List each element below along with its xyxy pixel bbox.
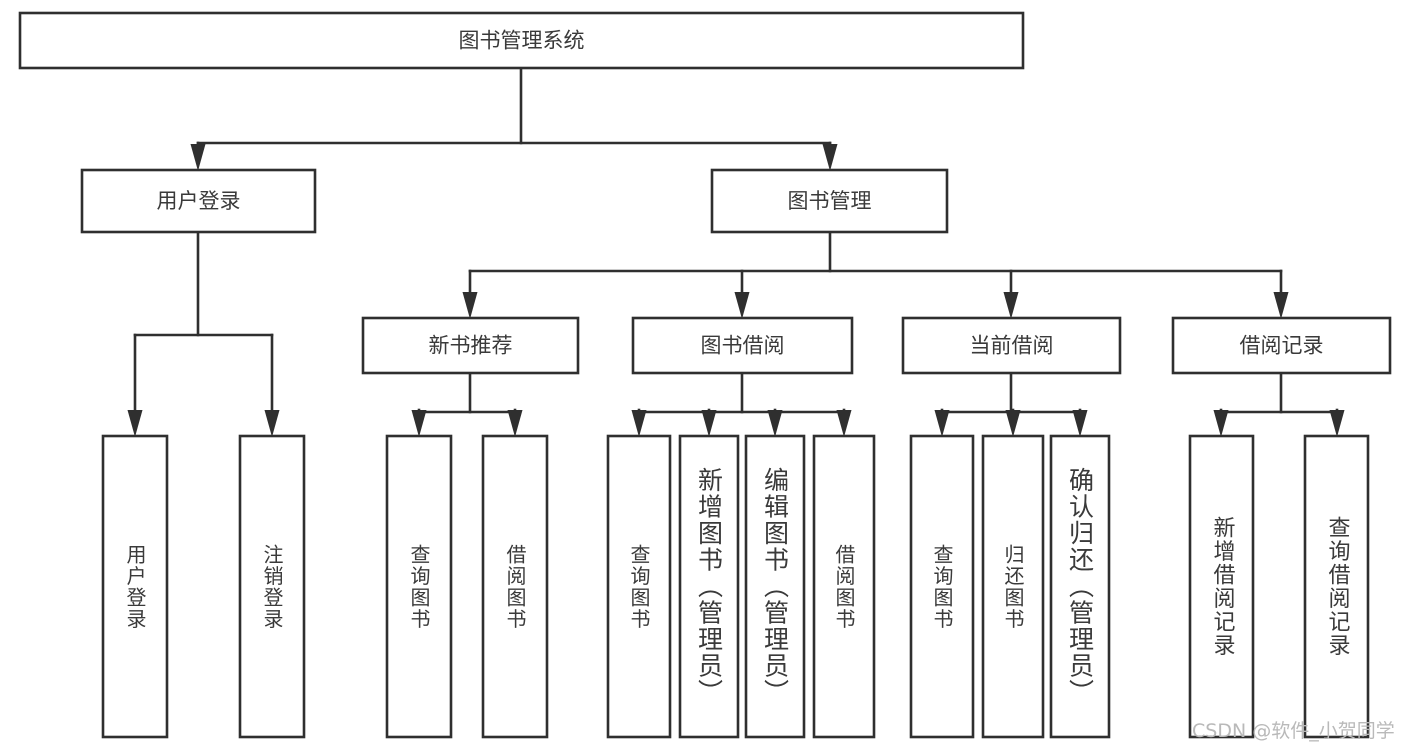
- node-box-root: [18, 11, 1025, 70]
- connector-book-management: [462, 230, 1289, 319]
- node-label-new-book-recommend: 新书推荐: [429, 334, 513, 358]
- node-box-leaf-borrow-book-new: [481, 434, 549, 739]
- node-box-leaf-query-book-borrow: [606, 434, 672, 739]
- node-label-borrow-record: 借阅记录: [1240, 334, 1324, 358]
- node-new-book-recommend[interactable]: 新书推荐: [361, 316, 580, 375]
- connector-root: [190, 66, 838, 171]
- node-box-leaf-query-book-current: [909, 434, 975, 739]
- node-borrow-record[interactable]: 借阅记录: [1171, 316, 1392, 375]
- node-current-borrow[interactable]: 当前借阅: [901, 316, 1122, 375]
- node-book-borrow[interactable]: 图书借阅: [631, 316, 854, 375]
- node-box-current-borrow: [901, 316, 1122, 375]
- node-box-leaf-borrow-book: [812, 434, 876, 739]
- node-box-leaf-user-login: [101, 434, 169, 739]
- node-leaf-return-book[interactable]: [981, 434, 1045, 739]
- node-label-book-management: 图书管理: [788, 189, 872, 213]
- node-label-book-borrow: 图书借阅: [701, 334, 785, 358]
- node-leaf-user-login[interactable]: [101, 434, 169, 739]
- node-box-user-login: [80, 168, 317, 234]
- node-box-leaf-user-logout: [238, 434, 306, 739]
- node-box-leaf-query-book-new: [385, 434, 453, 739]
- node-label-root: 图书管理系统: [459, 29, 585, 53]
- node-leaf-add-borrow-record[interactable]: [1188, 434, 1255, 739]
- node-leaf-confirm-return-admin[interactable]: [1049, 434, 1111, 739]
- node-leaf-user-logout[interactable]: [238, 434, 306, 739]
- node-leaf-borrow-book-new[interactable]: [481, 434, 549, 739]
- connector-new-book-recommend: [411, 371, 523, 437]
- node-user-login[interactable]: 用户登录: [80, 168, 317, 234]
- node-leaf-edit-book-admin[interactable]: [744, 434, 806, 739]
- node-box-borrow-record: [1171, 316, 1392, 375]
- node-box-book-management: [710, 168, 949, 234]
- node-box-new-book-recommend: [361, 316, 580, 375]
- node-leaf-query-book-current[interactable]: [909, 434, 975, 739]
- node-leaf-add-book-admin[interactable]: [678, 434, 740, 739]
- node-book-management[interactable]: 图书管理: [710, 168, 949, 234]
- node-box-leaf-add-borrow-record: [1188, 434, 1255, 739]
- connector-borrow-record: [1213, 371, 1345, 437]
- node-box-leaf-edit-book-admin: [744, 434, 806, 739]
- csdn-watermark: CSDN @软件_小贺同学: [1192, 720, 1395, 742]
- node-label-current-borrow: 当前借阅: [970, 334, 1054, 358]
- node-root[interactable]: 图书管理系统: [18, 11, 1025, 70]
- node-box-leaf-query-borrow-record: [1303, 434, 1370, 739]
- node-box-book-borrow: [631, 316, 854, 375]
- node-leaf-query-book-borrow[interactable]: [606, 434, 672, 739]
- node-label-user-login: 用户登录: [157, 189, 241, 213]
- node-leaf-borrow-book[interactable]: [812, 434, 876, 739]
- connector-user-login: [127, 230, 280, 437]
- node-box-leaf-return-book: [981, 434, 1045, 739]
- node-leaf-query-borrow-record[interactable]: [1303, 434, 1370, 739]
- connector-current-borrow: [934, 371, 1088, 437]
- node-box-leaf-add-book-admin: [678, 434, 740, 739]
- node-box-leaf-confirm-return-admin: [1049, 434, 1111, 739]
- node-leaf-query-book-new[interactable]: [385, 434, 453, 739]
- connector-book-borrow: [631, 371, 852, 437]
